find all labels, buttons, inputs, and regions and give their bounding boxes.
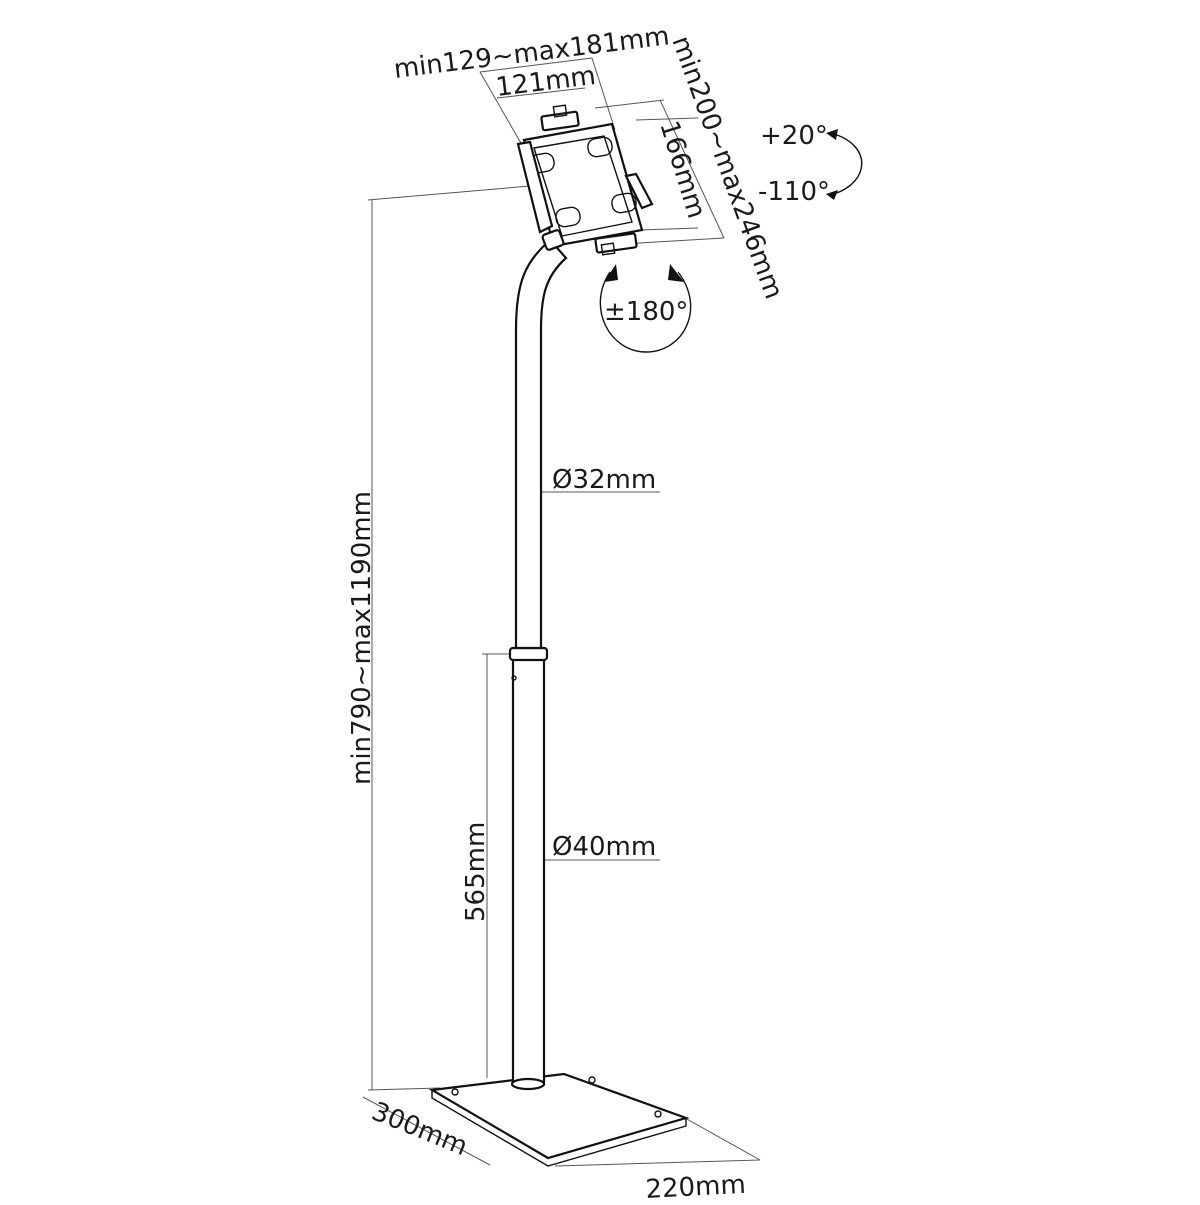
holder-height-ext	[639, 227, 699, 231]
rotation-arc	[599, 271, 692, 353]
upper-tube	[514, 238, 568, 650]
tilt-arrow-head-bottom	[826, 190, 838, 200]
holder-height-dim-line	[635, 117, 699, 121]
base-screw-hole	[588, 1076, 596, 1084]
holder-backplate-inner	[533, 135, 633, 237]
holder-height-range-top-ext	[594, 99, 665, 109]
total-height-label: min790~max1190mm	[347, 491, 377, 785]
holder-top-clamp-tab	[552, 104, 568, 118]
rotation-arrow-head-right	[668, 264, 684, 282]
tilt-down-label: -110°	[758, 177, 830, 207]
base-screw-hole	[654, 1110, 662, 1118]
lower-tube-height-label: 565mm	[461, 822, 491, 922]
height-adjust-collar	[508, 646, 549, 662]
holder-range-ext-right	[591, 57, 616, 131]
upper-tube-diameter-label: Ø32mm	[552, 465, 656, 495]
tablet-holder	[516, 104, 654, 256]
lower-tube-foot	[510, 1077, 546, 1091]
rotation-label: ±180°	[604, 297, 688, 327]
base-depth-dim-line	[362, 1096, 491, 1166]
holder-bottom-clamp	[594, 232, 638, 254]
lower-tube-diameter-label: Ø40mm	[552, 832, 656, 862]
base-plate	[428, 1072, 690, 1160]
base-screw-hole	[451, 1088, 459, 1096]
holder-range-ext-left	[479, 71, 523, 146]
tilt-up-label: +20°	[760, 121, 828, 151]
holder-cutout	[555, 206, 581, 228]
holder-bottom-clamp-tab	[600, 242, 616, 256]
holder-joint	[541, 229, 565, 251]
total-height-bottom-ext	[367, 1087, 441, 1091]
tilt-indicator: +20° -110°	[758, 121, 863, 207]
tilt-arrow-head-top	[826, 129, 838, 140]
base-plate-edge	[431, 1088, 687, 1167]
collar-screw	[511, 675, 517, 681]
holder-width-dim-line	[496, 87, 586, 99]
lower-tube	[511, 652, 546, 1086]
base-width-label: 220mm	[645, 1170, 747, 1200]
holder-top-clamp	[540, 110, 580, 132]
rotation-indicator: ±180°	[599, 264, 692, 353]
base-width-ext	[684, 1117, 761, 1161]
holder-right-arm	[624, 172, 654, 210]
holder-height-range-dim-line	[659, 99, 725, 239]
holder-height-range-bottom-ext	[621, 237, 725, 245]
holder-cutout	[611, 192, 637, 214]
total-height-top-ext	[367, 185, 531, 201]
holder-range-dim-line	[479, 57, 593, 73]
base-width-dim-line	[554, 1159, 761, 1167]
tilt-arc	[833, 133, 863, 195]
holder-cutout	[587, 136, 613, 158]
base-depth-label: 300mm	[367, 1097, 471, 1162]
rotation-arrow-head-left	[604, 264, 618, 282]
holder-left-arm	[516, 140, 554, 234]
